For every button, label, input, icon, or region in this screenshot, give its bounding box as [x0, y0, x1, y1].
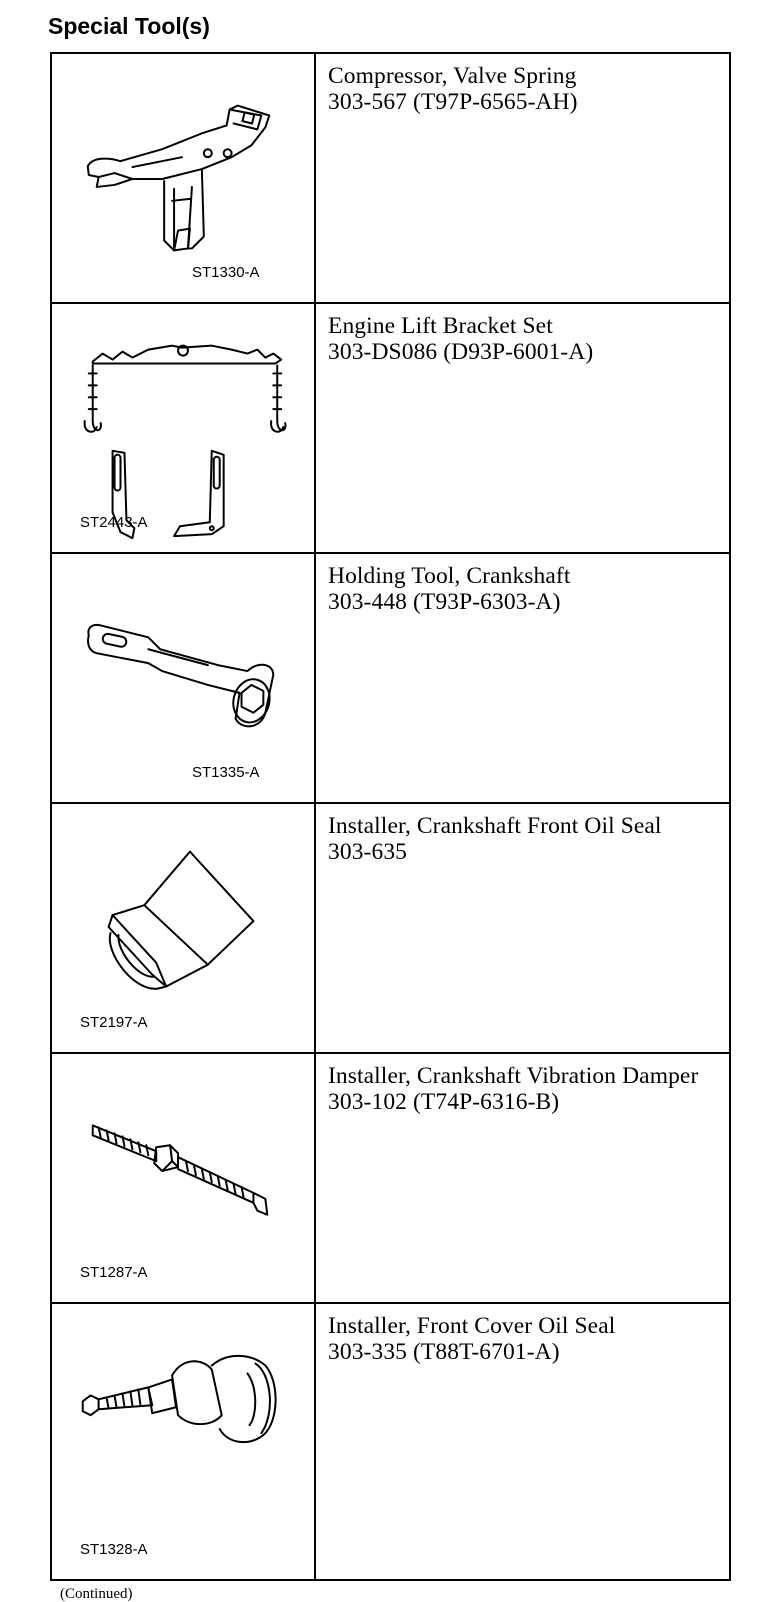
special-tools-table: ST1330-A Compressor, Valve Spring 303-56… — [50, 52, 731, 1581]
tool-name: Installer, Front Cover Oil Seal — [328, 1313, 616, 1339]
table-row: ST1330-A Compressor, Valve Spring 303-56… — [50, 52, 731, 304]
figure-label: ST2443-A — [80, 514, 148, 531]
tool-illustration-cell: ST2197-A — [50, 802, 316, 1054]
valve-spring-compressor-icon — [86, 104, 271, 252]
tool-name: Holding Tool, Crankshaft — [328, 563, 571, 589]
engine-lift-bracket-icon — [83, 344, 287, 540]
table-row: ST1287-A Installer, Crankshaft Vibration… — [50, 1052, 731, 1304]
tool-part-number: 303-635 — [328, 839, 408, 865]
table-row: ST1335-A Holding Tool, Crankshaft 303-44… — [50, 552, 731, 804]
continued-note: (Continued) — [60, 1586, 133, 1602]
tool-illustration-cell: ST2443-A — [50, 302, 316, 554]
tool-part-number: 303-DS086 (D93P-6001-A) — [328, 339, 594, 365]
oil-seal-installer-icon — [107, 850, 255, 990]
tool-description-cell: Holding Tool, Crankshaft 303-448 (T93P-6… — [314, 552, 731, 804]
tool-illustration-cell: ST1328-A — [50, 1302, 316, 1581]
figure-label: ST2197-A — [80, 1014, 148, 1031]
figure-label: ST1330-A — [192, 264, 260, 281]
tool-part-number: 303-448 (T93P-6303-A) — [328, 589, 561, 615]
tool-description-cell: Installer, Front Cover Oil Seal 303-335 … — [314, 1302, 731, 1581]
tool-description-cell: Installer, Crankshaft Front Oil Seal 303… — [314, 802, 731, 1054]
front-cover-seal-installer-icon — [81, 1354, 277, 1444]
figure-label: ST1287-A — [80, 1264, 148, 1281]
tool-illustration-cell: ST1335-A — [50, 552, 316, 804]
table-row: ST2197-A Installer, Crankshaft Front Oil… — [50, 802, 731, 1054]
page-title: Special Tool(s) — [48, 13, 210, 39]
tool-illustration-cell: ST1330-A — [50, 52, 316, 304]
tool-description-cell: Installer, Crankshaft Vibration Damper 3… — [314, 1052, 731, 1304]
vibration-damper-installer-icon — [91, 1124, 269, 1216]
table-row: ST1328-A Installer, Front Cover Oil Seal… — [50, 1302, 731, 1581]
table-row: ST2443-A Engine Lift Bracket Set 303-DS0… — [50, 302, 731, 554]
tool-description-cell: Engine Lift Bracket Set 303-DS086 (D93P-… — [314, 302, 731, 554]
tool-description-cell: Compressor, Valve Spring 303-567 (T97P-6… — [314, 52, 731, 304]
figure-label: ST1328-A — [80, 1541, 148, 1558]
tool-name: Installer, Crankshaft Front Oil Seal — [328, 813, 662, 839]
figure-label: ST1335-A — [192, 764, 260, 781]
crankshaft-holding-tool-icon — [87, 623, 275, 728]
tool-illustration-cell: ST1287-A — [50, 1052, 316, 1304]
tool-name: Engine Lift Bracket Set — [328, 313, 553, 339]
tool-part-number: 303-102 (T74P-6316-B) — [328, 1089, 560, 1115]
tool-part-number: 303-335 (T88T-6701-A) — [328, 1339, 560, 1365]
tool-part-number: 303-567 (T97P-6565-AH) — [328, 89, 578, 115]
tool-name: Installer, Crankshaft Vibration Damper — [328, 1063, 699, 1089]
tool-name: Compressor, Valve Spring — [328, 63, 577, 89]
